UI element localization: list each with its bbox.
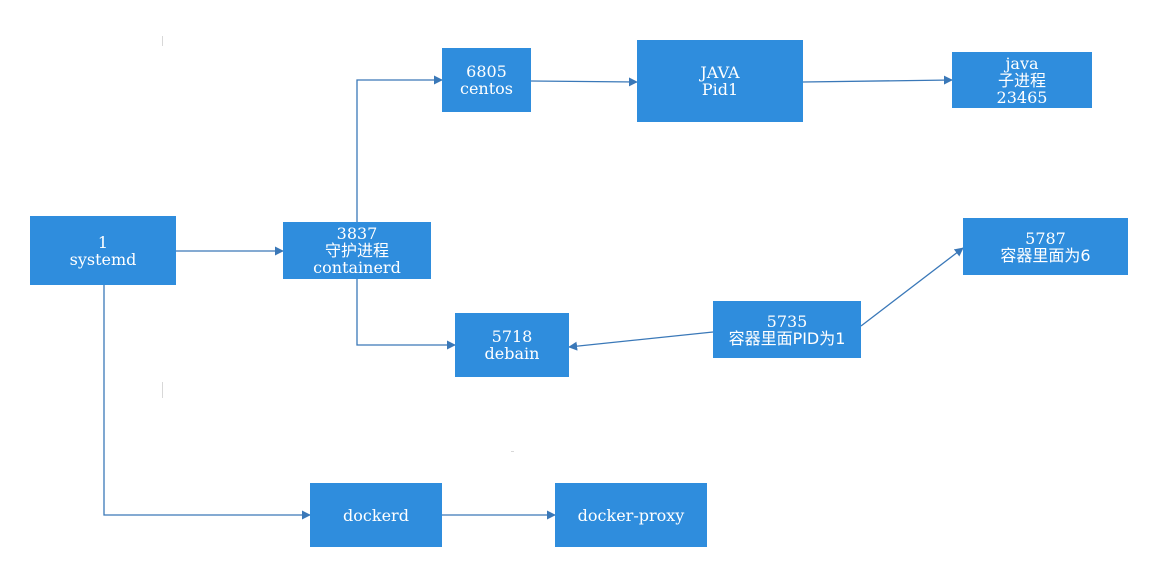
node-java-pid1[interactable]: JAVA Pid1 <box>637 40 803 122</box>
node-5787-line-2: 容器里面为6 <box>1000 245 1091 265</box>
node-centos-line-2: centos <box>459 79 513 98</box>
node-5735-line-1: 5735 <box>766 311 808 331</box>
node-debain-line-1: 5718 <box>491 327 533 346</box>
node-docker-proxy[interactable]: docker-proxy <box>555 483 707 547</box>
node-java-child-line-1: java <box>1005 53 1039 73</box>
faint-guide-mark <box>162 36 163 46</box>
node-centos-line-1: 6805 <box>466 62 507 81</box>
node-systemd[interactable]: 1 systemd <box>30 216 176 285</box>
connector-containerd-debain <box>356 279 456 350</box>
node-dockerd-line-1: dockerd <box>343 505 409 525</box>
connector-5735-debain <box>568 331 714 351</box>
node-centos[interactable]: 6805 centos <box>442 48 531 112</box>
node-containerd[interactable]: 3837 守护进程 containerd <box>283 222 431 279</box>
node-5787-line-1: 5787 <box>1025 228 1066 248</box>
node-systemd-line-1: 1 <box>97 232 109 252</box>
node-debain[interactable]: 5718 debain <box>455 313 569 377</box>
node-debain-line-2: debain <box>484 344 540 363</box>
node-java-pid1-line-2: Pid1 <box>701 80 739 99</box>
node-containerd-line-3: containerd <box>313 258 401 277</box>
node-containerd-line-1: 3837 <box>336 224 378 243</box>
node-java-pid1-line-1: JAVA <box>700 63 740 82</box>
connector-containerd-centos <box>356 75 443 222</box>
faint-guide-mark <box>511 451 514 452</box>
connector-5735-5787 <box>860 247 964 327</box>
connector-systemd-dockerd <box>103 285 311 520</box>
connector-centos-java-pid1 <box>530 77 638 87</box>
faint-guide-mark <box>162 382 163 398</box>
connector-java-pid1-java-child <box>802 75 953 85</box>
node-dockerd[interactable]: dockerd <box>310 483 442 547</box>
node-java-child-line-2: 子进程 <box>997 70 1046 90</box>
node-5735-line-2: 容器里面PID为1 <box>728 328 846 348</box>
node-5787[interactable]: 5787 容器里面为6 <box>963 218 1128 275</box>
node-docker-proxy-line-1: docker-proxy <box>577 505 685 525</box>
node-5735[interactable]: 5735 容器里面PID为1 <box>713 301 861 358</box>
node-containerd-line-2: 守护进程 <box>324 241 389 260</box>
node-java-child-line-3: 23465 <box>996 87 1048 107</box>
node-systemd-line-2: systemd <box>69 249 137 269</box>
node-java-child[interactable]: java 子进程 23465 <box>952 52 1092 108</box>
